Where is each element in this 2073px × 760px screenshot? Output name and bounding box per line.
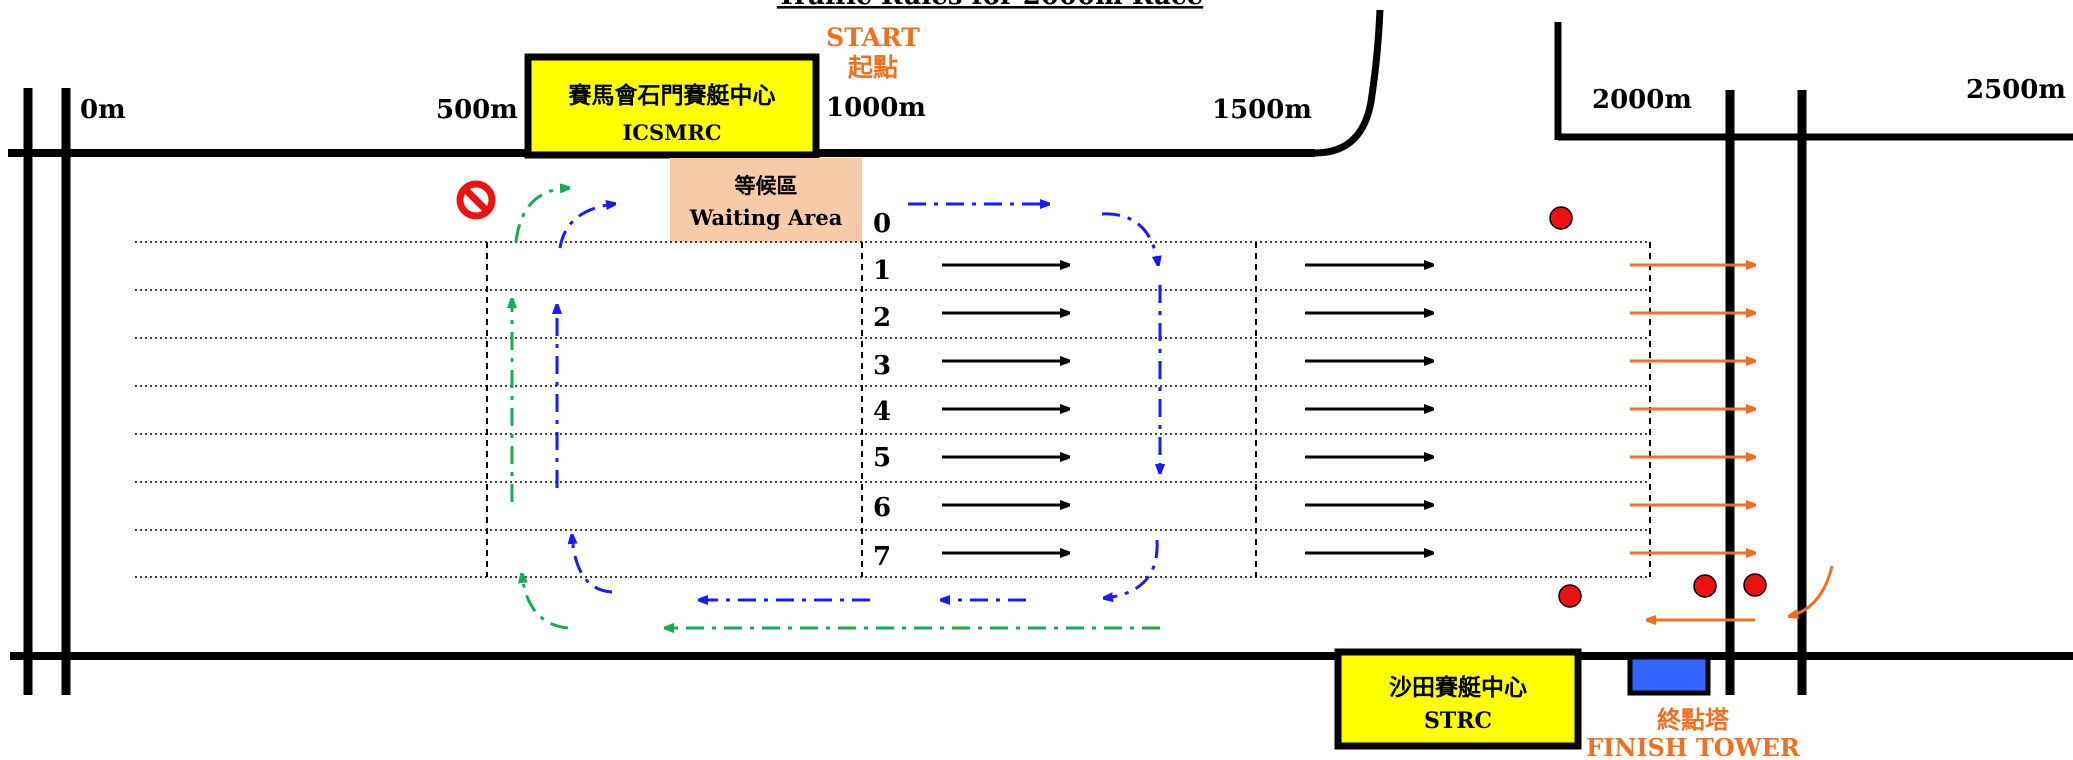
strc-name-zh: 沙田賽艇中心 [1389,674,1527,701]
lane-number-7: 7 [873,542,891,572]
waiting-area-zh: 等候區 [735,174,798,198]
section-dividers [486,242,1651,577]
green-circulation-path [512,188,1160,628]
blue-circulation-path [557,204,1160,600]
marker-1000m: 1000m [826,93,926,123]
race-direction-arrows [942,265,1432,553]
icsmrc-name-en: ICSMRC [622,120,721,145]
buoy [1549,206,1573,230]
lane-number-3: 3 [873,351,891,381]
marker-0m: 0m [80,95,126,125]
buoy [1743,573,1767,597]
top-bank-bend [1314,9,1384,157]
buoy [1693,574,1717,598]
marker-500m: 500m [436,95,518,125]
diagram-title: Traffic Rules for 2000m Race [777,0,1203,11]
start-label-zh: 起點 [848,53,898,82]
lane-number-6: 6 [873,493,891,523]
start-label-en: START [826,23,920,52]
lane-number-4: 4 [873,397,891,427]
finish-tower-icon [1627,654,1711,696]
return-curve-arrow [1790,565,1834,616]
finish-arrows [1630,265,1754,553]
marker-2000m: 2000m [1592,85,1692,115]
red-buoys [1549,206,1767,608]
strc-box [1334,648,1582,750]
finish-tower-en: FINISH TOWER [1586,733,1801,760]
marker-1500m: 1500m [1212,95,1312,125]
lane-number-1: 1 [873,256,891,286]
icsmrc-box [524,53,820,159]
waiting-area-box [670,158,862,242]
lane-number-2: 2 [873,303,891,333]
icsmrc-name-zh: 賽馬會石門賽艇中心 [568,82,776,109]
marker-2500m: 2500m [1966,75,2066,105]
lane-number-0: 0 [873,209,891,239]
lane-number-5: 5 [873,443,891,473]
strc-name-en: STRC [1424,708,1492,734]
finish-tower-zh: 終點塔 [1657,706,1730,734]
waiting-area-en: Waiting Area [689,205,843,230]
no-entry-icon [456,180,496,220]
buoy [1558,584,1582,608]
